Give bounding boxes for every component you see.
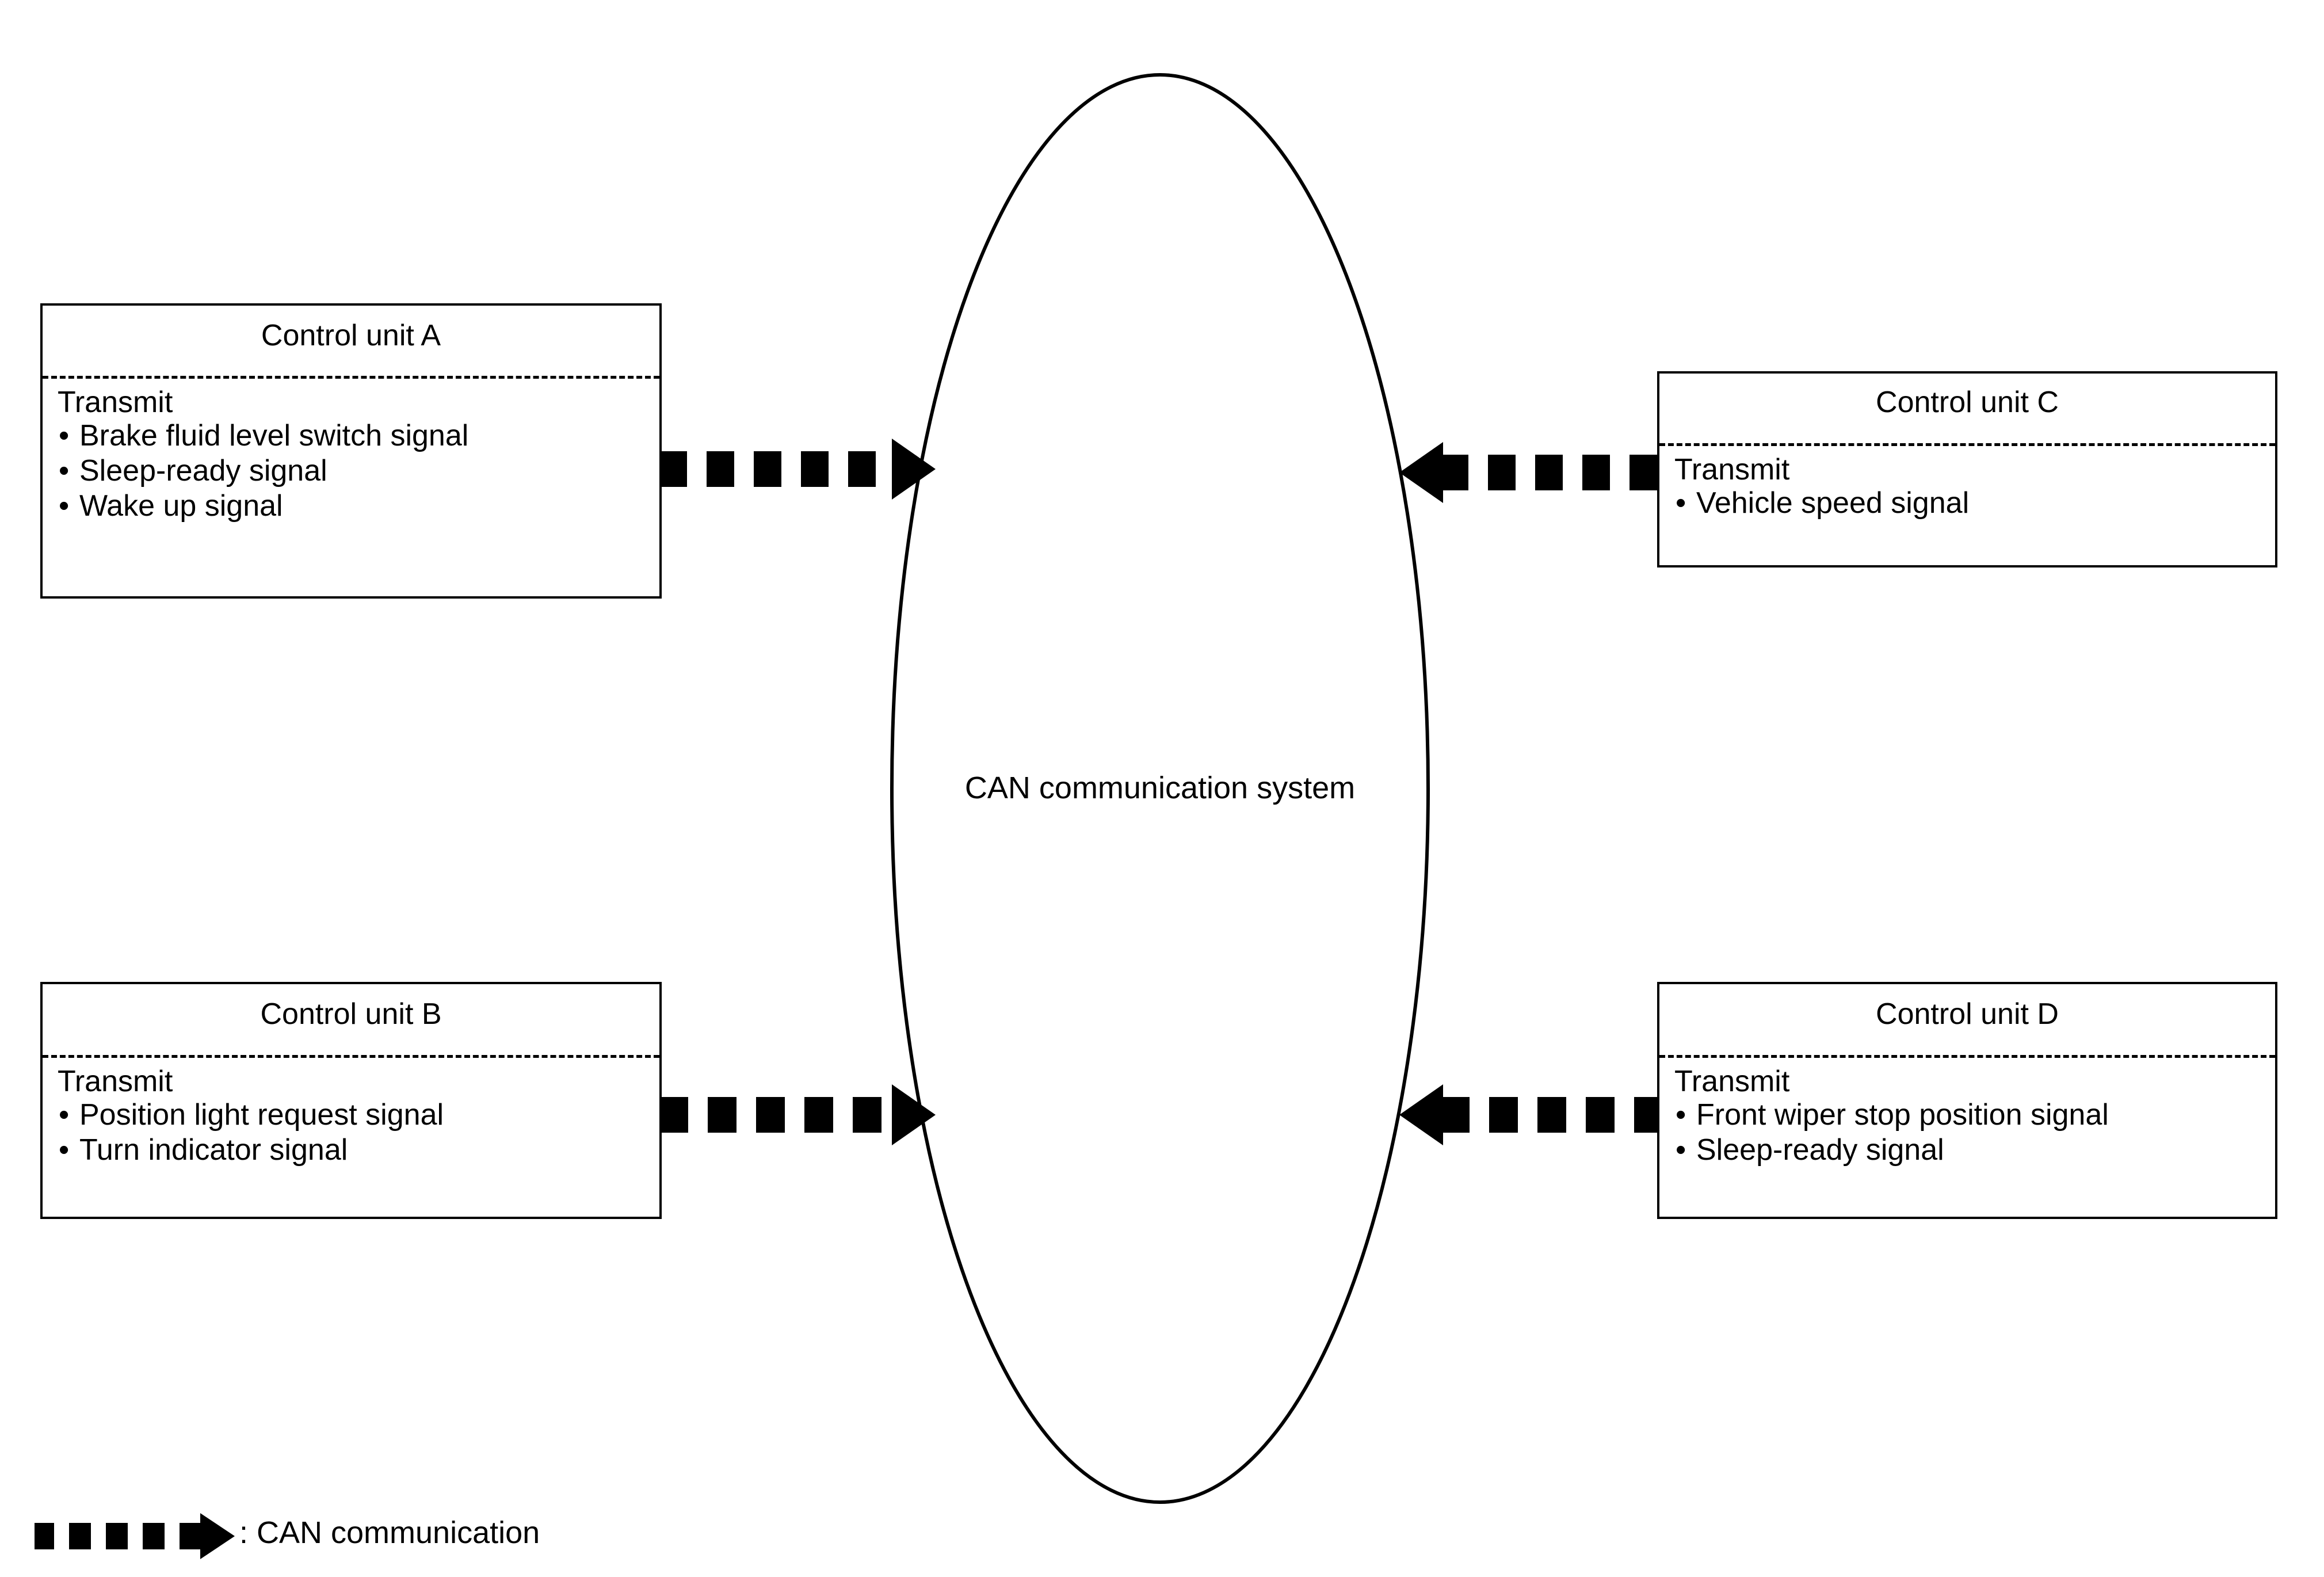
can-arrow-head: [892, 1084, 936, 1145]
list-item: • Sleep-ready signal: [58, 454, 649, 489]
can-bus-label: CAN communication system: [964, 771, 1356, 805]
control-unit-c-title: Control unit C: [1876, 386, 2059, 419]
signal-label: Wake up signal: [79, 489, 283, 523]
control-unit-d-signal-list: • Front wiper stop position signal • Sleep…: [1674, 1098, 2265, 1168]
bullet-icon: •: [1676, 1098, 1686, 1132]
bullet-icon: •: [1676, 486, 1686, 520]
control-unit-b-divider: [43, 1055, 659, 1058]
control-unit-d-box[interactable]: Control unit D Transmit • Front wiper sto…: [1657, 982, 2277, 1219]
can-arrow-shaft: [1443, 455, 1657, 490]
can-arrow-head: [1399, 442, 1443, 503]
can-arrow-shaft: [662, 1097, 892, 1133]
control-unit-d-divider: [1659, 1055, 2275, 1058]
signal-label: Position light request signal: [79, 1098, 444, 1132]
list-item: • Vehicle speed signal: [1674, 486, 2265, 521]
control-unit-a-transmit-label: Transmit: [58, 386, 173, 419]
signal-label: Sleep-ready signal: [79, 454, 327, 487]
legend-arrow-head: [200, 1513, 235, 1559]
bullet-icon: •: [1676, 1133, 1686, 1167]
list-item: • Position light request signal: [58, 1098, 649, 1133]
control-unit-c-signal-list: • Vehicle speed signal: [1674, 486, 2265, 521]
control-unit-b-transmit-label: Transmit: [58, 1065, 173, 1098]
can-arrow-shaft: [662, 451, 892, 487]
bullet-icon: •: [59, 1098, 70, 1132]
control-unit-a-body: Transmit • Brake fluid level switch signa…: [58, 386, 649, 524]
signal-label: Brake fluid level switch signal: [79, 419, 469, 453]
signal-label: Vehicle speed signal: [1696, 486, 1970, 520]
signal-label: Turn indicator signal: [79, 1133, 348, 1167]
control-unit-a-divider: [43, 376, 659, 379]
can-arrow-head: [892, 439, 936, 500]
control-unit-c-box[interactable]: Control unit C Transmit • Vehicle speed s…: [1657, 371, 2277, 567]
list-item: • Sleep-ready signal: [1674, 1133, 2265, 1168]
can-arrow-b-to-bus: [662, 1084, 936, 1145]
control-unit-a-title: Control unit A: [261, 319, 441, 352]
legend-label: : CAN communication: [239, 1515, 540, 1550]
list-item: • Brake fluid level switch signal: [58, 418, 649, 454]
bullet-icon: •: [59, 1133, 70, 1167]
can-arrow-shaft: [1443, 1097, 1657, 1133]
control-unit-c-transmit-label: Transmit: [1674, 453, 1790, 486]
control-unit-a-signal-list: • Brake fluid level switch signal • Sleep-…: [58, 418, 649, 523]
list-item: • Wake up signal: [58, 489, 649, 524]
control-unit-b-box[interactable]: Control unit B Transmit • Position light …: [40, 982, 662, 1219]
can-arrow-c-to-bus: [1399, 442, 1657, 503]
list-item: • Front wiper stop position signal: [1674, 1098, 2265, 1133]
signal-label: Sleep-ready signal: [1696, 1133, 1944, 1167]
control-unit-b-signal-list: • Position light request signal • Turn ind…: [58, 1098, 649, 1168]
control-unit-b-body: Transmit • Position light request signal …: [58, 1065, 649, 1168]
bullet-icon: •: [59, 454, 70, 487]
control-unit-d-body: Transmit • Front wiper stop position sign…: [1674, 1065, 2265, 1168]
list-item: • Turn indicator signal: [58, 1133, 649, 1168]
control-unit-a-box[interactable]: Control unit A Transmit • Brake fluid lev…: [40, 303, 662, 599]
control-unit-d-transmit-label: Transmit: [1674, 1065, 1790, 1098]
legend-arrow-shaft: [35, 1523, 200, 1549]
can-arrow-head: [1399, 1084, 1443, 1145]
can-arrow-a-to-bus: [662, 439, 936, 500]
control-unit-c-divider: [1659, 443, 2275, 446]
bullet-icon: •: [59, 419, 70, 453]
control-unit-b-title: Control unit B: [260, 997, 442, 1031]
bullet-icon: •: [59, 489, 70, 523]
signal-label: Front wiper stop position signal: [1696, 1098, 2109, 1132]
can-arrow-d-to-bus: [1399, 1084, 1657, 1145]
control-unit-c-body: Transmit • Vehicle speed signal: [1674, 454, 2265, 521]
control-unit-d-title: Control unit D: [1876, 997, 2059, 1031]
